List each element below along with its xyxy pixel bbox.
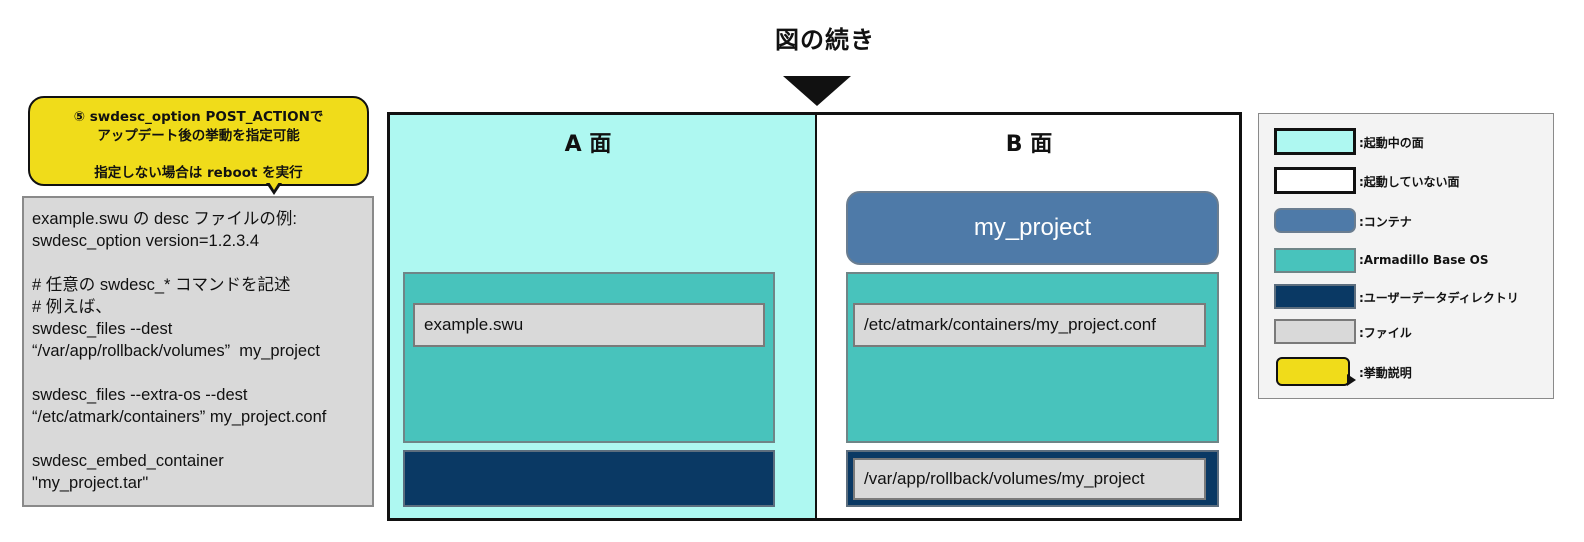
legend-label-user-data-dir: :ユーザーデータディレクトリ [1359, 291, 1519, 305]
face-b-container-label: my_project [973, 214, 1092, 241]
faces-frame [387, 112, 1242, 521]
callout-line-3: 指定しない場合は reboot を実行 [94, 165, 303, 181]
callout-line-2: アップデート後の挙動を指定可能 [97, 128, 300, 144]
face-b-label: B 面 [1005, 132, 1053, 157]
face-a-file: example.swu [413, 303, 765, 347]
face-b-volume-file: /var/app/rollback/volumes/my_project [853, 458, 1206, 500]
legend-swatch-inactive-face [1274, 167, 1356, 194]
face-b-os-file-label: /etc/atmark/containers/my_project.conf [864, 315, 1156, 334]
face-a-base-os [403, 272, 775, 443]
down-arrow-icon [783, 76, 851, 106]
legend-label-base-os: :Armadillo Base OS [1359, 253, 1489, 267]
legend-swatch-file [1274, 319, 1356, 344]
callout-tail-fill [269, 182, 279, 190]
callout-post-action: ⑤ swdesc_option POST_ACTIONで アップデート後の挙動を… [28, 96, 369, 186]
face-a-label: A 面 [564, 132, 612, 157]
legend-swatch-active-face [1274, 128, 1356, 155]
face-b-container: my_project [846, 191, 1219, 265]
legend-swatch-behavior-tail [1347, 374, 1356, 386]
face-b-os-file: /etc/atmark/containers/my_project.conf [853, 303, 1206, 347]
legend-label-active-face: :起動中の面 [1359, 136, 1424, 150]
legend-swatch-behavior [1276, 357, 1350, 386]
face-a-file-label: example.swu [424, 315, 524, 334]
diagram-title: 図の続き [775, 26, 875, 54]
legend-label-container: :コンテナ [1359, 215, 1412, 229]
face-b-volume-file-label: /var/app/rollback/volumes/my_project [864, 469, 1145, 488]
legend-label-inactive-face: :起動していない面 [1359, 175, 1460, 189]
desc-file-example: example.swu の desc ファイルの例: swdesc_option… [22, 196, 374, 507]
legend-swatch-user-data-dir [1274, 284, 1356, 309]
legend-label-behavior: :挙動説明 [1359, 366, 1412, 380]
legend-swatch-container [1274, 208, 1356, 233]
face-b-base-os [846, 272, 1219, 443]
face-a-user-data-dir [403, 450, 775, 507]
legend-label-file: :ファイル [1359, 326, 1412, 340]
legend-swatch-base-os [1274, 248, 1356, 273]
callout-line-1: ⑤ swdesc_option POST_ACTIONで [73, 109, 324, 125]
